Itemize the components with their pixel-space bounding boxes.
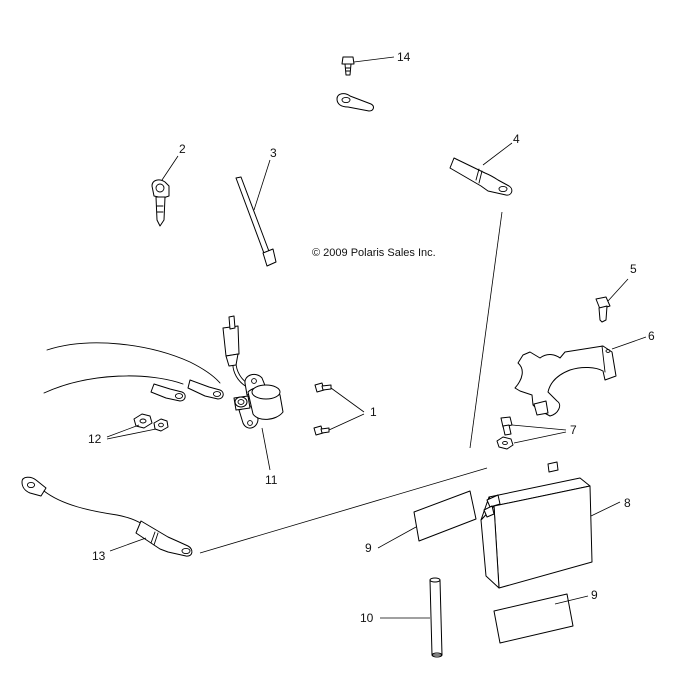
- part-10-tube: [429, 577, 443, 658]
- callout-6: 6: [648, 329, 655, 343]
- part-13-cable: [21, 467, 488, 557]
- leader-12b: [106, 428, 157, 440]
- leader-11: [261, 427, 271, 471]
- part-2-clip: [151, 179, 170, 227]
- callout-9-lower: 9: [591, 588, 598, 602]
- leader-13: [109, 537, 147, 552]
- leader-4: [482, 142, 513, 166]
- part-7-screw: [500, 416, 513, 436]
- part-14-ring-terminal: [336, 93, 374, 112]
- part-9-label-upper: [413, 490, 477, 542]
- callout-5: 5: [630, 262, 637, 276]
- leader-9b: [554, 595, 589, 605]
- callout-3: 3: [270, 146, 277, 160]
- leader-3: [253, 159, 271, 211]
- part-9-label-lower: [493, 593, 574, 644]
- callout-12: 12: [88, 432, 102, 446]
- part-8-battery: [480, 461, 593, 589]
- callout-14: 14: [397, 50, 411, 64]
- leader-9a: [377, 526, 417, 549]
- leader-8: [590, 501, 621, 517]
- leader-7b: [513, 431, 567, 444]
- part-1-screw-upper: [314, 382, 332, 393]
- leader-12a: [106, 424, 140, 438]
- harness-wires: [43, 342, 224, 402]
- leader-1b: [328, 413, 365, 431]
- leader-2: [161, 155, 179, 181]
- part-6-bracket: [514, 345, 617, 417]
- part-12-nut-b: [153, 418, 169, 432]
- part-11-solenoid: [222, 315, 284, 429]
- callout-4: 4: [513, 132, 520, 146]
- leader-5: [607, 278, 629, 302]
- callout-7: 7: [570, 423, 577, 437]
- leader-14: [353, 56, 395, 63]
- callout-11: 11: [265, 473, 278, 487]
- callout-1: 1: [370, 405, 377, 419]
- part-1-screw-lower: [313, 425, 330, 436]
- leader-7a: [511, 424, 567, 431]
- part-4-cable: [449, 157, 513, 449]
- part-7-nut: [496, 436, 514, 450]
- callout-9-upper: 9: [365, 541, 372, 555]
- callout-10: 10: [360, 611, 374, 625]
- copyright-text: © 2009 Polaris Sales Inc.: [312, 247, 436, 259]
- leader-1a: [330, 387, 365, 413]
- callout-8: 8: [624, 496, 631, 510]
- callout-13: 13: [92, 549, 106, 563]
- part-5-bolt: [595, 296, 611, 323]
- part-14-bolt: [341, 56, 355, 76]
- part-3-cable-tie: [235, 176, 277, 267]
- leader-6: [611, 336, 647, 350]
- callout-2: 2: [179, 142, 186, 156]
